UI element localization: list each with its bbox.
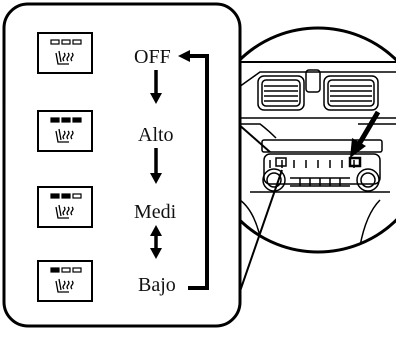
hazard-switch <box>305 69 321 93</box>
return-arrow-bajo-to-off <box>178 50 209 290</box>
pointer-arrow <box>350 110 381 158</box>
indicator-light-3 <box>72 193 82 199</box>
indicator-light-3 <box>72 39 82 45</box>
seat-heater-switch-alto <box>37 110 93 152</box>
left-seat-heater-button <box>275 157 287 167</box>
arrow-alto-to-medi <box>150 148 162 184</box>
right-air-vent <box>323 75 379 111</box>
state-label-alto: Alto <box>138 124 174 146</box>
seat-heater-icon <box>55 50 74 65</box>
right-knob <box>356 168 380 192</box>
indicator-light-2 <box>61 267 71 273</box>
indicator-light-3 <box>72 267 82 273</box>
state-label-off: OFF <box>134 46 171 68</box>
seat-heater-icon <box>55 204 74 219</box>
right-seat-heater-button <box>348 156 362 168</box>
callout-panel <box>2 2 242 328</box>
seat-heater-switch-medi <box>37 186 93 228</box>
state-label-medi: Medi <box>134 201 177 223</box>
indicator-light-2 <box>61 117 71 123</box>
seat-heater-switch-bajo <box>37 260 93 302</box>
seat-heater-switch-off <box>37 32 93 74</box>
arrow-medi-to-bajo <box>150 225 162 259</box>
indicator-light-1 <box>50 267 60 273</box>
switch-column <box>37 32 93 302</box>
indicator-light-3 <box>72 117 82 123</box>
climate-control-panel <box>261 139 383 192</box>
indicator-light-1 <box>50 193 60 199</box>
sequence-arrows <box>150 50 209 290</box>
left-air-vent <box>257 75 305 111</box>
arrow-off-to-alto <box>150 70 162 104</box>
seat-heater-icon <box>55 128 74 143</box>
indicator-light-1 <box>50 117 60 123</box>
state-label-bajo: Bajo <box>138 274 176 296</box>
seat-heater-icon <box>55 278 74 293</box>
dashboard-illustration <box>204 26 396 254</box>
indicator-light-1 <box>50 39 60 45</box>
indicator-light-2 <box>61 193 71 199</box>
indicator-light-2 <box>61 39 71 45</box>
